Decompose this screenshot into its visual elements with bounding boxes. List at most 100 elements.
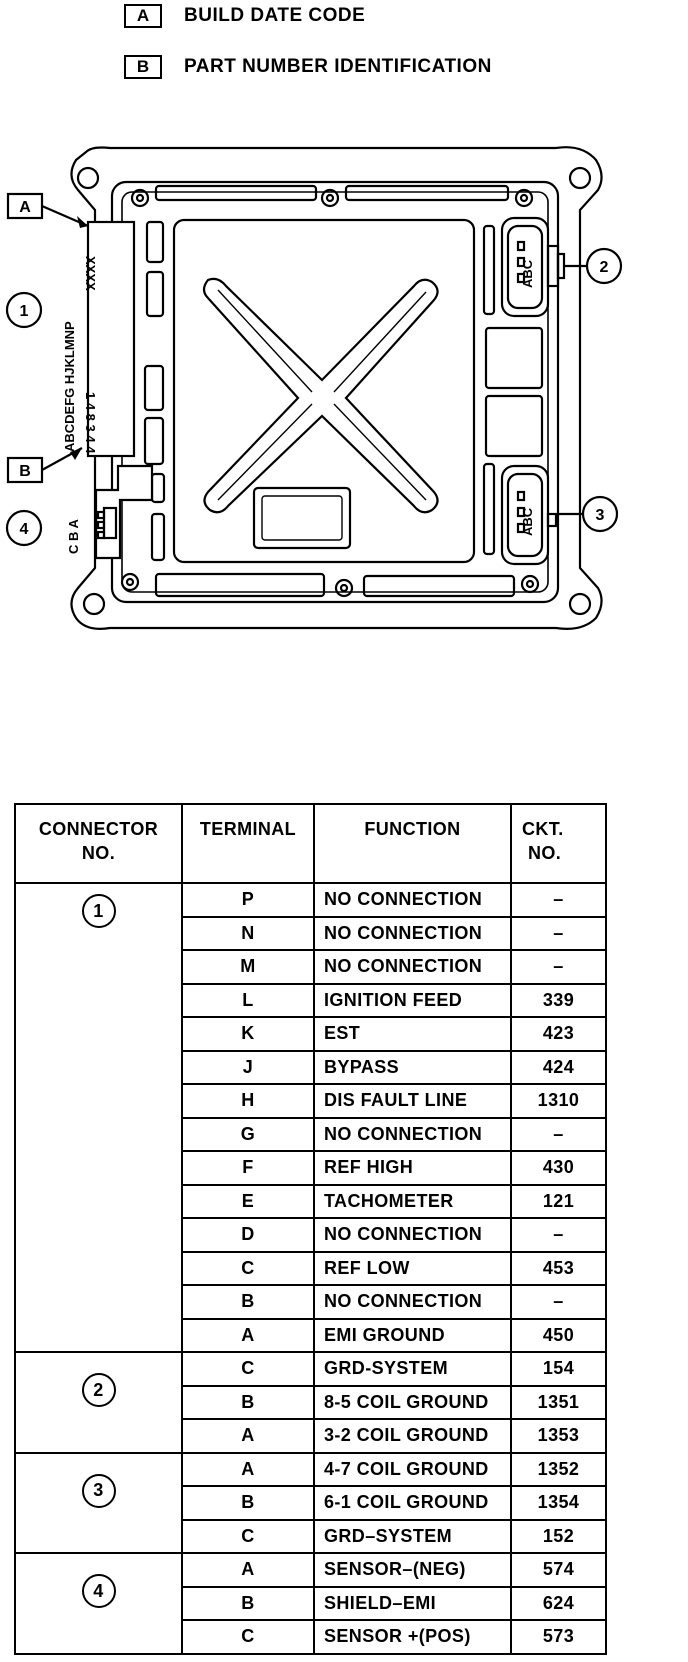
mount-hole-tl [76, 166, 100, 190]
ignition-module-diagram: A B 1 4 2 3 ABCDEFG HJKLMNP XXXX 1 4 8 3… [5, 146, 623, 630]
connector-cell: 4 [14, 1552, 183, 1655]
header-connector-line1: CONNECTOR [38, 819, 159, 839]
terminal-cell: C [181, 1250, 315, 1286]
connector-2-marker [585, 247, 623, 285]
center-plate [172, 218, 476, 564]
terminal-cell: C [181, 1518, 315, 1554]
mount-hole-tr [568, 166, 592, 190]
terminal-table: CONNECTOR NO. TERMINAL FUNCTION CKT. NO.… [14, 803, 607, 1655]
legend-label-b: PART NUMBER IDENTIFICATION [184, 56, 492, 77]
terminal-cell: H [181, 1083, 315, 1119]
terminal-cell: C [181, 1351, 315, 1387]
terminal-cell: B [181, 1485, 315, 1521]
ckt-cell: 624 [510, 1585, 607, 1621]
header-connector: CONNECTOR NO. [14, 803, 183, 884]
terminal-cell: L [181, 982, 315, 1018]
legend-label-a: BUILD DATE CODE [184, 5, 366, 26]
ckt-cell: 1354 [510, 1485, 607, 1521]
mount-hole-br [568, 592, 592, 616]
module-flange [70, 146, 603, 630]
connector-number-badge: 3 [81, 1473, 116, 1508]
function-cell: 8-5 COIL GROUND [313, 1384, 512, 1420]
ckt-cell: 1351 [510, 1384, 607, 1420]
connector-cell: 1 [14, 882, 183, 1353]
connector-1-marker [5, 291, 43, 329]
table-header-row: CONNECTOR NO. TERMINAL FUNCTION CKT. NO. [14, 803, 607, 884]
legend-letter-b: B [124, 55, 162, 79]
header-ckt-line1: CKT. [522, 819, 564, 839]
terminal-cell: M [181, 949, 315, 985]
ckt-cell: 450 [510, 1317, 607, 1353]
function-cell: 3-2 COIL GROUND [313, 1418, 512, 1454]
ckt-cell: 154 [510, 1351, 607, 1387]
header-ckt: CKT. NO. [510, 803, 607, 884]
connector-2-number: 2 [600, 259, 609, 276]
label-plate [252, 486, 352, 550]
function-cell: SENSOR +(POS) [313, 1619, 512, 1655]
screw-icon [520, 574, 540, 594]
function-cell: 6-1 COIL GROUND [313, 1485, 512, 1521]
terminal-cell: K [181, 1016, 315, 1052]
terminal-cell: C [181, 1619, 315, 1655]
build-date-code: XXXX [83, 256, 98, 291]
connector-1-pin-labels: ABCDEFG HJKLMNP [62, 321, 77, 452]
ckt-cell: 121 [510, 1183, 607, 1219]
terminal-cell: J [181, 1049, 315, 1085]
ckt-cell: 453 [510, 1250, 607, 1286]
connector-1-number: 1 [20, 303, 29, 320]
connector-number-badge: 1 [81, 894, 116, 928]
connector-number-badge: 2 [81, 1373, 116, 1407]
part-number-code: 1 4 8 3 4 4 [83, 392, 98, 454]
header-terminal: TERMINAL [181, 803, 315, 884]
header-ckt-line2: NO. [528, 843, 562, 863]
terminal-cell: P [181, 882, 315, 918]
function-cell: SENSOR–(NEG) [313, 1552, 512, 1588]
connector-4-marker [5, 509, 43, 547]
function-cell: NO CONNECTION [313, 1116, 512, 1152]
connector-3-marker [581, 495, 619, 533]
ckt-cell: 152 [510, 1518, 607, 1554]
terminal-cell: A [181, 1451, 315, 1487]
function-cell: GRD–SYSTEM [313, 1518, 512, 1554]
legend-item-b: B PART NUMBER IDENTIFICATION [124, 53, 492, 81]
screw-icon [334, 578, 354, 598]
ckt-cell: – [510, 1116, 607, 1152]
module-frame [110, 180, 560, 604]
connector-1-body [86, 220, 136, 458]
function-cell: TACHOMETER [313, 1183, 512, 1219]
function-cell: GRD-SYSTEM [313, 1351, 512, 1387]
function-cell: REF LOW [313, 1250, 512, 1286]
ckt-cell: 573 [510, 1619, 607, 1655]
callout-a-box [6, 192, 44, 220]
terminal-cell: A [181, 1552, 315, 1588]
header-function: FUNCTION [313, 803, 512, 884]
function-cell: NO CONNECTION [313, 882, 512, 918]
connector-4-body [94, 464, 154, 560]
connector-cell: 3 [14, 1451, 183, 1554]
connector-4-pin-labels: C B A [66, 518, 81, 554]
ckt-cell: 1352 [510, 1451, 607, 1487]
function-cell: 4-7 COIL GROUND [313, 1451, 512, 1487]
ckt-cell: – [510, 949, 607, 985]
terminal-cell: B [181, 1284, 315, 1320]
terminal-cell: A [181, 1317, 315, 1353]
ckt-cell: 1310 [510, 1083, 607, 1119]
ckt-cell: – [510, 1284, 607, 1320]
terminal-cell: D [181, 1217, 315, 1253]
